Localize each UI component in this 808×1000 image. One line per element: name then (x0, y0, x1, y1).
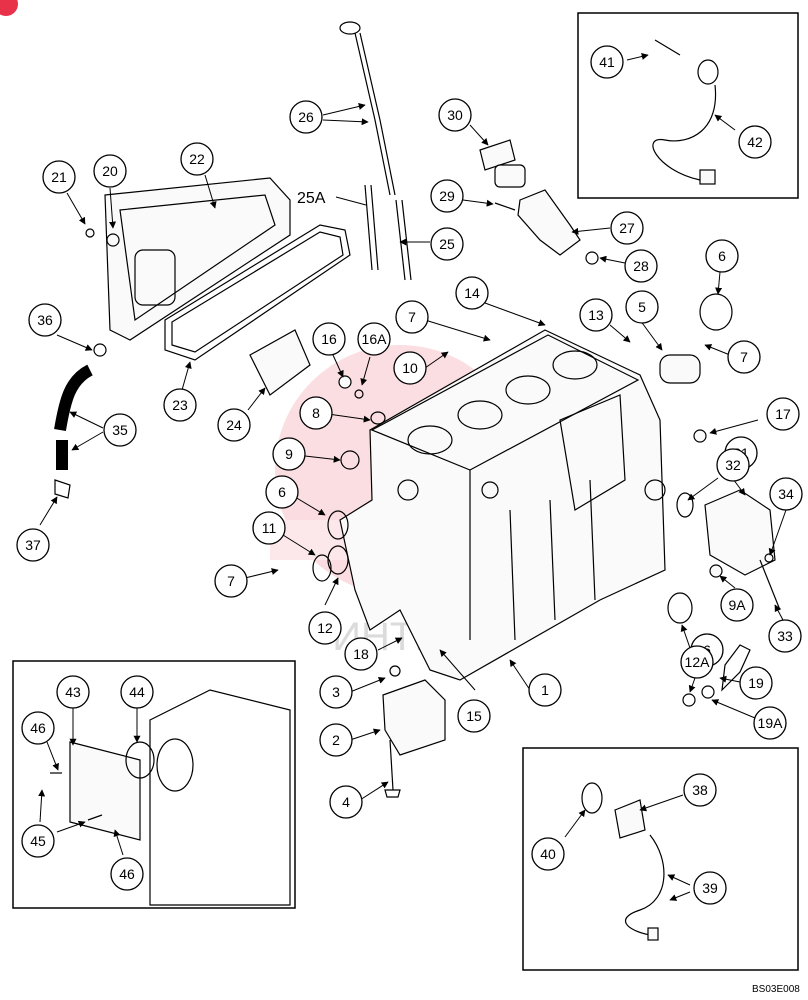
callout-41[interactable]: 41 (590, 45, 624, 79)
inset-frame-heater-top (577, 12, 799, 199)
callout-7a[interactable]: 7 (214, 564, 248, 598)
callout-19a[interactable]: 19A (753, 706, 787, 740)
callout-38[interactable]: 38 (683, 773, 717, 807)
callout-36[interactable]: 36 (28, 303, 62, 337)
inset-frame-heater-bottom (522, 747, 799, 971)
callout-7b[interactable]: 7 (395, 300, 429, 334)
thermostat-housing-part (517, 189, 581, 256)
callout-26[interactable]: 26 (289, 100, 323, 134)
callout-24[interactable]: 24 (217, 408, 251, 442)
valve-cover-part (104, 177, 291, 341)
leader-lines (38, 53, 787, 901)
callout-9a[interactable]: 9A (720, 588, 754, 622)
callout-15[interactable]: 15 (457, 699, 491, 733)
callout-42[interactable]: 42 (738, 125, 772, 159)
callout-4[interactable]: 4 (329, 785, 363, 819)
callout-16a[interactable]: 16A (357, 322, 391, 356)
callout-13[interactable]: 13 (579, 298, 613, 332)
label-25a: 25A (297, 190, 326, 207)
corner-badge-icon (0, 0, 18, 16)
callout-28[interactable]: 28 (624, 249, 658, 283)
reference-code: BS03E008 (752, 984, 800, 995)
callout-19[interactable]: 19 (739, 666, 773, 700)
callout-9[interactable]: 9 (272, 437, 306, 471)
callout-22[interactable]: 22 (180, 142, 214, 176)
callout-14[interactable]: 14 (455, 276, 489, 310)
callout-6a[interactable]: 6 (705, 239, 739, 273)
expansion-plug-part (327, 510, 349, 540)
callout-45[interactable]: 45 (21, 824, 55, 858)
inset-frame-gear-cover (12, 660, 296, 909)
callout-25[interactable]: 25 (430, 227, 464, 261)
bolt-part (85, 228, 95, 238)
callout-30[interactable]: 30 (438, 98, 472, 132)
callout-3[interactable]: 3 (319, 675, 353, 709)
callout-46b[interactable]: 46 (110, 857, 144, 891)
valve-cover-gasket-part (164, 224, 351, 361)
callout-12[interactable]: 12 (308, 611, 342, 645)
bearing-cap-part (382, 679, 446, 756)
callout-5[interactable]: 5 (625, 290, 659, 324)
cover-plate-part (249, 329, 311, 396)
callout-12a[interactable]: 12A (680, 645, 714, 679)
callout-34[interactable]: 34 (769, 477, 803, 511)
callout-27[interactable]: 27 (610, 211, 644, 245)
callout-2[interactable]: 2 (319, 723, 353, 757)
dipstick-tubes-part (364, 184, 412, 281)
callout-11[interactable]: 11 (252, 511, 286, 545)
callout-44[interactable]: 44 (120, 675, 154, 709)
block-heater-bottom-part (581, 782, 665, 941)
callout-46a[interactable]: 46 (21, 711, 55, 745)
callout-43[interactable]: 43 (56, 675, 90, 709)
callout-8[interactable]: 8 (299, 396, 333, 430)
callout-1[interactable]: 1 (528, 673, 562, 707)
callout-29[interactable]: 29 (430, 179, 464, 213)
callout-37[interactable]: 37 (16, 528, 50, 562)
callout-33[interactable]: 33 (768, 619, 802, 653)
callout-32-visible[interactable]: 32 (716, 448, 750, 482)
water-outlet-part (704, 489, 776, 576)
callout-21[interactable]: 21 (42, 160, 76, 194)
callout-40[interactable]: 40 (531, 837, 565, 871)
housing-bolt-part (494, 202, 516, 211)
engine-block-part (339, 329, 666, 681)
gear-housing-part (50, 689, 291, 906)
callout-18[interactable]: 18 (344, 637, 378, 671)
callout-35[interactable]: 35 (103, 413, 137, 447)
block-heater-top-part (652, 39, 719, 185)
callout-23[interactable]: 23 (163, 388, 197, 422)
dipstick-part (339, 21, 396, 196)
nut-part (106, 233, 120, 247)
callout-6b[interactable]: 6 (265, 475, 299, 509)
callout-20[interactable]: 20 (93, 154, 127, 188)
breather-hose-part (54, 343, 107, 499)
callout-17[interactable]: 17 (766, 397, 800, 431)
thermostat-part (479, 139, 526, 188)
callout-10[interactable]: 10 (393, 351, 427, 385)
callout-39[interactable]: 39 (693, 871, 727, 905)
callout-7c[interactable]: 7 (727, 340, 761, 374)
callout-16[interactable]: 16 (312, 322, 346, 356)
